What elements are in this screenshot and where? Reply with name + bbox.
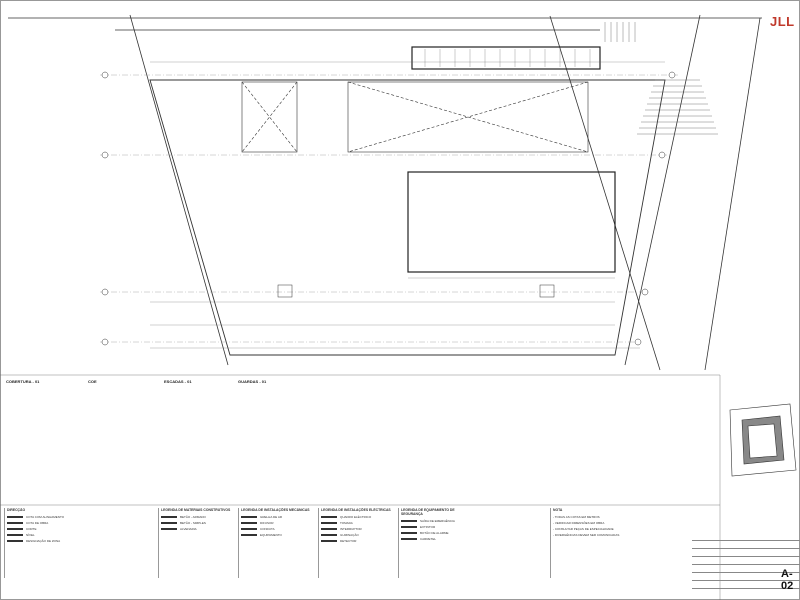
skylight-left [241, 81, 298, 153]
sheet-number: A-02 [781, 568, 794, 592]
floor-plate [149, 79, 666, 356]
legend-row: CORTE [7, 527, 79, 533]
legend-row: BOTÃO DE ALARME [401, 531, 473, 537]
title-row [692, 572, 800, 579]
legend-title: LEGENDA DE INSTALAÇÕES ELÉCTRICAS [321, 508, 391, 512]
roof-volume [411, 46, 601, 70]
site-perimeter [8, 14, 762, 371]
roof-hatch [424, 49, 591, 67]
legend-row: GRELHA DE AR [241, 515, 313, 521]
title-row [692, 540, 800, 547]
section-heading: ESCADAS - 01 [164, 380, 192, 384]
legend-row: COTA DE OBRA [7, 521, 79, 527]
note-line: - VERIFICAR DIMENSÕES EM OBRA [553, 521, 605, 525]
legend-row: DETECTOR [321, 539, 393, 545]
legend-row: CARRETEL [401, 537, 473, 543]
legend-title: LEGENDA DE MATERIAIS CONSTRUTIVOS [161, 508, 231, 512]
legend-row: ILUMINAÇÃO [321, 533, 393, 539]
legend-row: DIFUSOR [241, 521, 313, 527]
legend-title: DIRECÇÃO [7, 508, 26, 512]
section-heading: COE [88, 380, 97, 384]
legend-title: LEGENDA DE INSTALAÇÕES MECÂNICAS [241, 508, 310, 512]
note-line: - CONSULTAR PEÇAS DE ESPECIALIDADE [553, 527, 614, 531]
note-line: - DIVERGÊNCIAS DEVEM SER COMUNICADAS [553, 533, 620, 537]
section-escadas: ESCADAS - 01 [164, 380, 234, 505]
brand-logo: JLL [770, 14, 795, 29]
stair-right [637, 79, 718, 135]
section-heading: GUARDAS - 01 [238, 380, 267, 384]
title-row [692, 564, 800, 571]
legend-row: INTERRUPTOR [321, 527, 393, 533]
legend-row: TOMADA [321, 521, 393, 527]
legend-row: EQUIPAMENTO [241, 533, 313, 539]
legend-title: LEGENDA DE EQUIPAMENTO DE SEGURANÇA [401, 508, 455, 516]
legend-row: CONDUTA [241, 527, 313, 533]
legend-direccao: DIRECÇÃO COTA COM ALINHAMENTO COTA DE OB… [4, 508, 79, 578]
legend-row: QUADRO ELÉCTRICO [321, 515, 393, 521]
lower-volume [407, 171, 616, 273]
legend-mecanicas: LEGENDA DE INSTALAÇÕES MECÂNICAS GRELHA … [238, 508, 313, 578]
skylight-right [347, 81, 589, 153]
title-row [692, 588, 800, 595]
grid-lines [100, 74, 680, 343]
section-coe: COE [88, 380, 160, 505]
legend-electricas: LEGENDA DE INSTALAÇÕES ELÉCTRICAS QUADRO… [318, 508, 393, 578]
section-heading: COBERTURA - 01 [6, 380, 40, 384]
grid-bubbles [101, 71, 676, 346]
title-row [692, 556, 800, 563]
legend-row: COTA COM ALINHAMENTO [7, 515, 79, 521]
section-guardas: GUARDAS - 01 [238, 380, 310, 505]
legend-title: NOTA [553, 508, 563, 512]
title-row [692, 580, 800, 587]
legend-row: BETÃO - SIMPLES [161, 521, 233, 527]
key-plan [729, 403, 797, 477]
note-line: - TODAS AS COTAS EM METROS [553, 515, 600, 519]
legend-notas: NOTA - TODAS AS COTAS EM METROS - VERIFI… [550, 508, 653, 578]
dimension-lines [150, 61, 665, 349]
stair-top [604, 22, 636, 42]
legend-row: DESIGNAÇÃO DE ZONA [7, 539, 79, 545]
legend-row: EXTINTOR [401, 525, 473, 531]
legend-row: ALVENARIA [161, 527, 233, 533]
legend-row: BETÃO - ARMADO [161, 515, 233, 521]
legend-materiais: LEGENDA DE MATERIAIS CONSTRUTIVOS BETÃO … [158, 508, 233, 578]
title-block [692, 540, 800, 598]
legend-row: SAÍDA DE EMERGÊNCIA [401, 519, 473, 525]
equipment-boxes [277, 284, 555, 298]
legend-equipamentos: LEGENDA DE EQUIPAMENTO DE SEGURANÇA SAÍD… [398, 508, 473, 578]
legend-row: NÍVEL [7, 533, 79, 539]
section-cobertura: COBERTURA - 01 [6, 380, 84, 505]
title-row [692, 548, 800, 555]
